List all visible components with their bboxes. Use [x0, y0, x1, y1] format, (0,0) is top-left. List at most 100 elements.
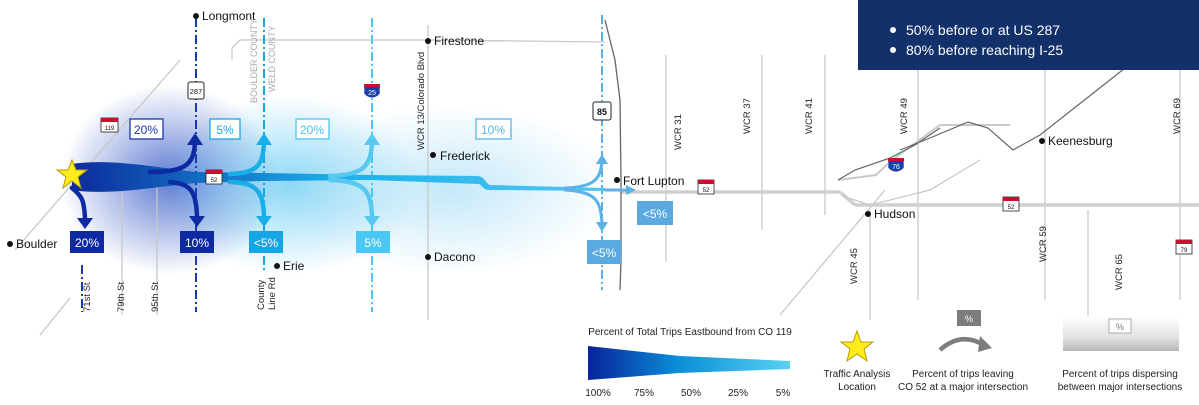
callout-bullet-text: 50% before or at US 287 — [906, 22, 1061, 38]
branch-arrow — [563, 188, 604, 224]
place-frederick: Frederick — [440, 149, 491, 163]
legend-scale-label: 25% — [728, 388, 748, 399]
legend-gradient-bar — [588, 346, 790, 380]
svg-text:52: 52 — [703, 188, 710, 194]
legend-arrowhead-icon — [978, 336, 992, 352]
co79-shield-icon: 79 — [1175, 239, 1193, 255]
legend-scale-label: 100% — [585, 388, 611, 399]
callout-panel: 50% before or at US 287 80% before reach… — [858, 0, 1199, 70]
county-label-boulder: BOULDER COUNTY — [249, 19, 259, 103]
road-label-wcr37: WCR 37 — [742, 98, 753, 134]
branch-arrow — [327, 139, 375, 179]
co52-shield-icon: 52 — [1002, 196, 1020, 212]
legend-scale-label: 75% — [634, 388, 654, 399]
co52-shield-icon: 52 — [205, 169, 223, 185]
road-label-county-line-rd: County — [256, 280, 267, 310]
base-roads — [14, 25, 1181, 336]
svg-text:119: 119 — [105, 126, 115, 132]
place-boulder: Boulder — [16, 237, 57, 251]
legend-scale-label: 5% — [776, 388, 791, 399]
place-hudson: Hudson — [874, 207, 915, 221]
road-label-wcr45: WCR 45 — [849, 248, 860, 284]
railroad — [604, 19, 622, 291]
county-label-weld: WELD COUNTY — [267, 25, 277, 92]
branch-arrow — [227, 139, 267, 177]
place-longmont: Longmont — [202, 9, 256, 23]
legend-arrow-label: CO 52 at a major intersection — [898, 382, 1028, 393]
legend-star-label: Location — [838, 382, 876, 393]
i76-shield-icon: 76 — [887, 158, 905, 173]
road-label-wcr69: WCR 69 — [1172, 98, 1183, 134]
legend-disperse-label: between major intersections — [1058, 382, 1183, 393]
percent-label: <5% — [592, 246, 617, 260]
road-label-wcr13: WCR 13/Colorado Blvd — [416, 52, 427, 150]
place-keenesburg: Keenesburg — [1048, 134, 1113, 148]
road-label-wcr41: WCR 41 — [804, 98, 815, 134]
legend-curved-arrow-icon — [938, 336, 984, 352]
branch-arrow — [167, 179, 200, 219]
road-label-wcr31: WCR 31 — [673, 114, 684, 150]
percent-box — [249, 231, 283, 253]
arrowheads — [77, 133, 636, 232]
percent-box — [129, 118, 164, 140]
base-roads — [841, 159, 981, 206]
place-firestone: Firestone — [434, 34, 484, 48]
svg-text:52: 52 — [1008, 205, 1015, 211]
percent-box — [180, 231, 214, 253]
percent-label: <5% — [254, 236, 279, 250]
i25-shield-icon: 25 — [363, 84, 381, 99]
road-label-wcr49: WCR 49 — [899, 98, 910, 134]
percent-box — [587, 240, 621, 264]
bullet-dot-icon — [890, 47, 896, 53]
legend-star-icon — [839, 329, 875, 363]
percent-box — [356, 231, 390, 253]
percent-label: <5% — [643, 207, 668, 221]
percent-label: 10% — [481, 123, 505, 137]
legend-gradient-title: Percent of Total Trips Eastbound from CO… — [588, 327, 792, 338]
branch-arrow — [147, 139, 198, 175]
percent-box — [475, 118, 512, 140]
svg-text:287: 287 — [190, 87, 203, 96]
callout-bullet-text: 80% before reaching I-25 — [906, 42, 1064, 58]
legend-disperse-label: Percent of trips dispersing — [1062, 369, 1178, 380]
road-label-wcr65: WCR 65 — [1114, 254, 1125, 290]
svg-text:25: 25 — [368, 90, 376, 97]
callout-bullet: 80% before reaching I-25 — [890, 40, 1199, 60]
legend-disperse-box-label: % — [1116, 322, 1124, 332]
road-label-95th: 95th St — [150, 282, 161, 312]
percent-label: 10% — [185, 236, 209, 250]
i76 — [837, 124, 1010, 181]
legend-scale-label: 50% — [681, 388, 701, 399]
percent-box — [295, 118, 330, 140]
legend-arrow-box-label: % — [965, 314, 973, 324]
percent-box — [209, 118, 241, 140]
bullet-dot-icon — [890, 27, 896, 33]
road-label-wcr59: WCR 59 — [1038, 226, 1049, 262]
place-fort-lupton: Fort Lupton — [623, 174, 684, 188]
branch-arrow — [327, 177, 375, 219]
percent-label: 5% — [216, 123, 234, 137]
co119-shield-icon: 119 — [100, 117, 119, 133]
road-label-71st: 71st St — [82, 282, 93, 312]
us287-shield-icon: 287 — [187, 81, 205, 100]
us85-shield-icon: 85 — [592, 101, 612, 121]
percent-label: 20% — [75, 236, 99, 250]
branch-arrow — [563, 160, 604, 190]
callout-bullet: 50% before or at US 287 — [890, 20, 1199, 40]
percent-box — [637, 201, 673, 225]
road-label-county-line-rd: Line Rd — [267, 277, 278, 310]
branch-arrow — [69, 185, 88, 221]
traffic-analysis-star-icon — [55, 158, 89, 190]
legend-arrow-label: Percent of trips leaving — [912, 369, 1014, 380]
legend-star-label: Traffic Analysis — [824, 369, 891, 380]
co52-east — [620, 190, 1199, 207]
railroad — [899, 47, 1151, 151]
percent-label: 20% — [134, 123, 158, 137]
percent-label: 5% — [364, 236, 382, 250]
place-erie: Erie — [283, 259, 305, 273]
svg-text:85: 85 — [597, 107, 607, 117]
town-dots — [7, 13, 1045, 269]
legend-disperse-box — [1108, 318, 1132, 334]
